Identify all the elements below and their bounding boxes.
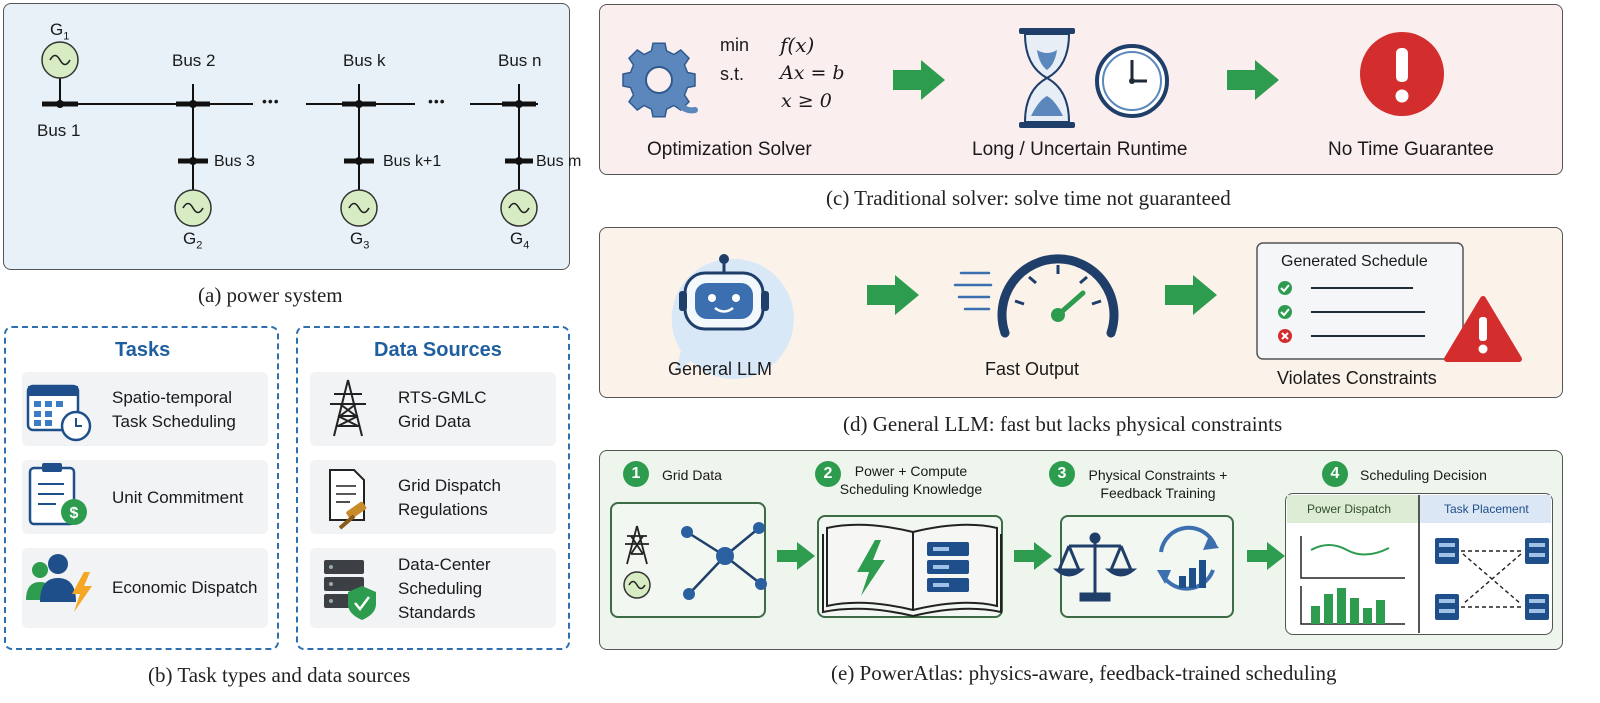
arrow-icon	[777, 542, 1285, 570]
network-graph-icon	[681, 522, 767, 600]
step-label: No Time Guarantee	[1328, 139, 1494, 160]
power-dispatch-label: Power Dispatch	[1307, 502, 1392, 516]
arrow-icon	[867, 275, 1217, 315]
tasks-title: Tasks	[115, 339, 171, 361]
generator-label-1: G1	[50, 20, 70, 43]
caption-b: (b) Task types and data sources	[148, 663, 411, 687]
generator-icon	[623, 571, 651, 599]
step-badge: 4	[1322, 461, 1348, 487]
math-objective: f(x)	[780, 33, 815, 57]
math-constraint-1: Ax = b	[780, 62, 845, 84]
math-st: s.t.	[720, 64, 745, 84]
step-badge: 3	[1049, 461, 1075, 487]
caption-c: (c) Traditional solver: solve time not g…	[826, 186, 1231, 210]
caption-e: (e) PowerAtlas: physics-aware, feedback-…	[831, 661, 1337, 685]
speedometer-icon	[953, 254, 1119, 338]
step-label: Fast Output	[985, 359, 1080, 379]
panel-e-icons	[623, 522, 1549, 625]
generator-label-3: G3	[350, 229, 370, 252]
server-shield-icon	[324, 560, 376, 620]
document-gavel-icon	[329, 469, 367, 530]
generator-label-2: G2	[183, 229, 203, 252]
bus-label: Bus k	[343, 51, 386, 70]
task-placement-header	[1419, 495, 1551, 523]
svg-text:$: $	[70, 505, 79, 522]
arrow-icon	[893, 60, 1279, 100]
panel-b-icons: $	[26, 379, 376, 620]
math-constraint-2: x ≥ 0	[781, 90, 832, 112]
balance-scale-icon	[1052, 532, 1138, 602]
clock-icon	[1095, 44, 1169, 118]
step-label: General LLM	[668, 359, 773, 379]
clipboard-dollar-icon: $	[28, 463, 87, 526]
step-title: Grid Data	[662, 467, 722, 483]
robot-icon	[671, 254, 794, 379]
warning-icon	[1360, 32, 1444, 116]
task-placement-diagram	[1435, 538, 1549, 620]
calendar-clock-icon	[26, 384, 92, 442]
hourglass-icon	[1019, 28, 1075, 128]
step-label: Long / Uncertain Runtime	[972, 139, 1188, 160]
bus-label: Bus 2	[172, 51, 216, 70]
step-label: Violates Constraints	[1277, 368, 1437, 388]
step-label: Optimization Solver	[647, 139, 812, 160]
warning-icon	[1444, 296, 1522, 362]
transmission-tower-icon	[625, 525, 649, 565]
step-badge: 1	[623, 461, 649, 487]
step-badge: 2	[815, 461, 841, 487]
task-label-unit-commitment: Unit Commitment	[112, 488, 244, 507]
bus-label: Bus 3	[214, 153, 255, 170]
bus-label: Bus n	[498, 51, 542, 70]
book-icon	[822, 523, 1002, 618]
bus-label: Bus k+1	[383, 153, 442, 170]
step-title: Scheduling Decision	[1360, 467, 1487, 483]
power-system-diagram	[41, 41, 538, 227]
ellipsis: •••	[428, 93, 446, 109]
decision-divider	[1418, 495, 1420, 633]
caption-a: (a) power system	[198, 283, 343, 307]
data-sources-panel	[296, 326, 570, 650]
generator-icon	[41, 41, 538, 227]
bus-label: Bus m	[536, 153, 582, 170]
panel-c-icons	[622, 28, 1444, 128]
people-lightning-icon	[26, 554, 92, 612]
power-dispatch-chart	[1300, 536, 1405, 625]
bus-label: Bus 1	[37, 121, 81, 140]
tasks-panel	[4, 326, 279, 650]
generator-label-4: G4	[510, 229, 530, 252]
ellipsis: •••	[262, 93, 280, 109]
task-placement-label: Task Placement	[1444, 502, 1529, 516]
feedback-cycle-icon	[1157, 525, 1219, 591]
data-sources-title: Data Sources	[374, 339, 502, 361]
power-dispatch-header	[1287, 495, 1419, 523]
schedule-title: Generated Schedule	[1281, 253, 1428, 270]
caption-d: (d) General LLM: fast but lacks physical…	[843, 412, 1283, 436]
gear-icon	[622, 42, 698, 118]
transmission-tower-icon	[330, 379, 366, 437]
power-system-panel	[3, 3, 570, 270]
schedule-card	[1256, 242, 1464, 360]
step-title: Physical Constraints +Feedback Training	[1088, 467, 1228, 501]
task-label-economic-dispatch: Economic Dispatch	[112, 578, 258, 597]
math-min: min	[720, 35, 750, 55]
panel-d-icons	[671, 242, 1522, 379]
